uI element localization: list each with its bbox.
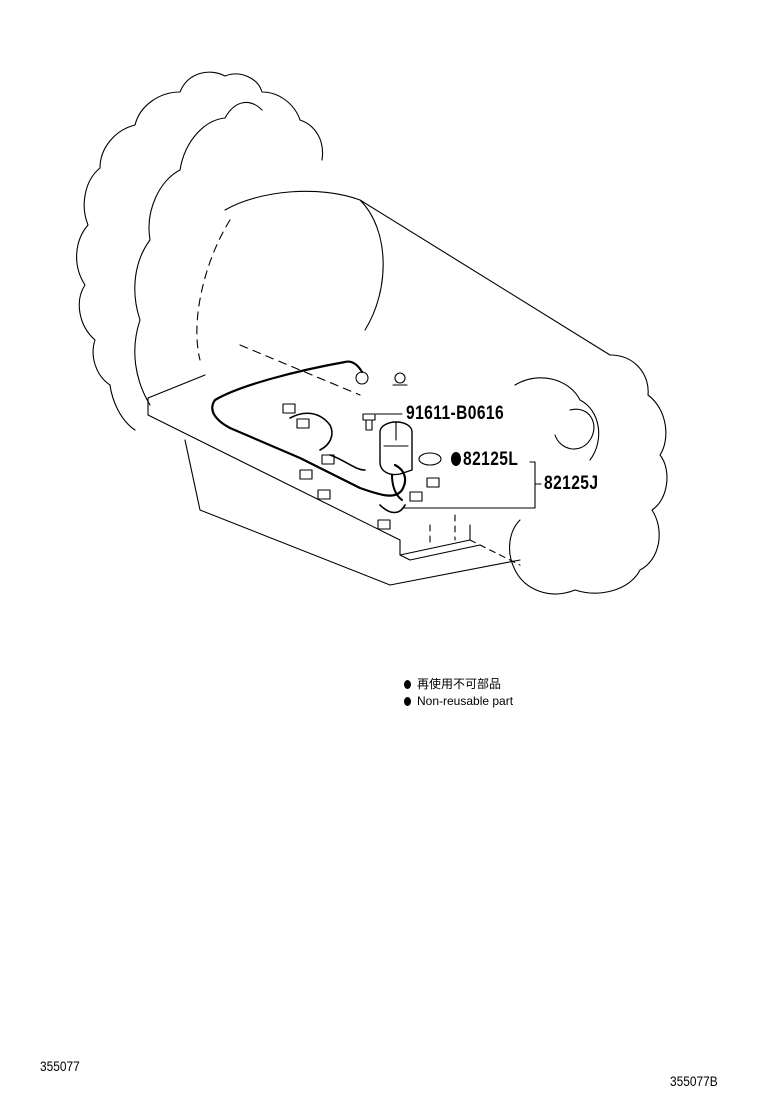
connector-7 xyxy=(426,477,440,488)
solenoid-connector-body xyxy=(379,421,413,476)
harness-branch-3 xyxy=(379,504,406,514)
connector-4 xyxy=(299,469,313,480)
harness-branch-2 xyxy=(329,454,366,471)
connector-5 xyxy=(317,489,331,500)
solenoid-wire xyxy=(391,474,403,501)
bolt-head xyxy=(362,413,376,431)
connector-2 xyxy=(296,418,310,429)
legend-row-ja: 再使用不可部品 xyxy=(404,676,513,693)
harness-bracket xyxy=(401,461,536,509)
bell-housing-inner xyxy=(134,101,263,406)
part-number-harness[interactable]: 82125J xyxy=(544,473,599,494)
harness-branch-1 xyxy=(289,412,333,451)
oil-pan-lip xyxy=(147,374,206,399)
legend-text-ja: 再使用不可部品 xyxy=(417,677,502,691)
oil-pan-outline xyxy=(147,397,471,556)
non-reusable-marker xyxy=(451,452,461,466)
case-dashed-edge xyxy=(196,219,361,396)
harness-main-wire-2 xyxy=(211,398,407,497)
tail-flange xyxy=(554,408,595,450)
transmission-case-top xyxy=(224,190,611,356)
part-number-gasket[interactable]: 82125L xyxy=(463,449,519,470)
transmission-wire-harness-diagram xyxy=(76,71,668,595)
legend-text-en: Non-reusable part xyxy=(417,694,514,708)
part-number-bolt[interactable]: 91611-B0616 xyxy=(406,403,505,424)
connector-6 xyxy=(377,519,391,530)
transmission-case-curve xyxy=(359,199,384,331)
oil-pan-dashed xyxy=(429,514,521,566)
non-reusable-dot-icon xyxy=(404,680,411,689)
legend: 再使用不可部品 Non-reusable part xyxy=(404,676,513,710)
figure-code-right: 355077B xyxy=(670,1073,718,1089)
harness-main-wire xyxy=(213,360,364,402)
connector-3 xyxy=(321,454,335,465)
connector-1 xyxy=(282,403,296,414)
non-reusable-dot-icon xyxy=(404,697,411,706)
gasket-ring xyxy=(418,452,442,466)
tail-housing-inner xyxy=(514,377,600,461)
figure-code-left: 355077 xyxy=(40,1058,80,1074)
legend-row-en: Non-reusable part xyxy=(404,693,513,710)
solenoid-connector-detail xyxy=(383,421,409,447)
clip-1 xyxy=(355,371,369,385)
tail-housing-outline xyxy=(509,354,668,595)
bell-housing-outline xyxy=(76,71,324,431)
transmission-case-lower xyxy=(184,439,521,586)
connector-8 xyxy=(409,491,423,502)
clip-2 xyxy=(394,372,406,384)
oil-pan-side xyxy=(399,544,481,561)
